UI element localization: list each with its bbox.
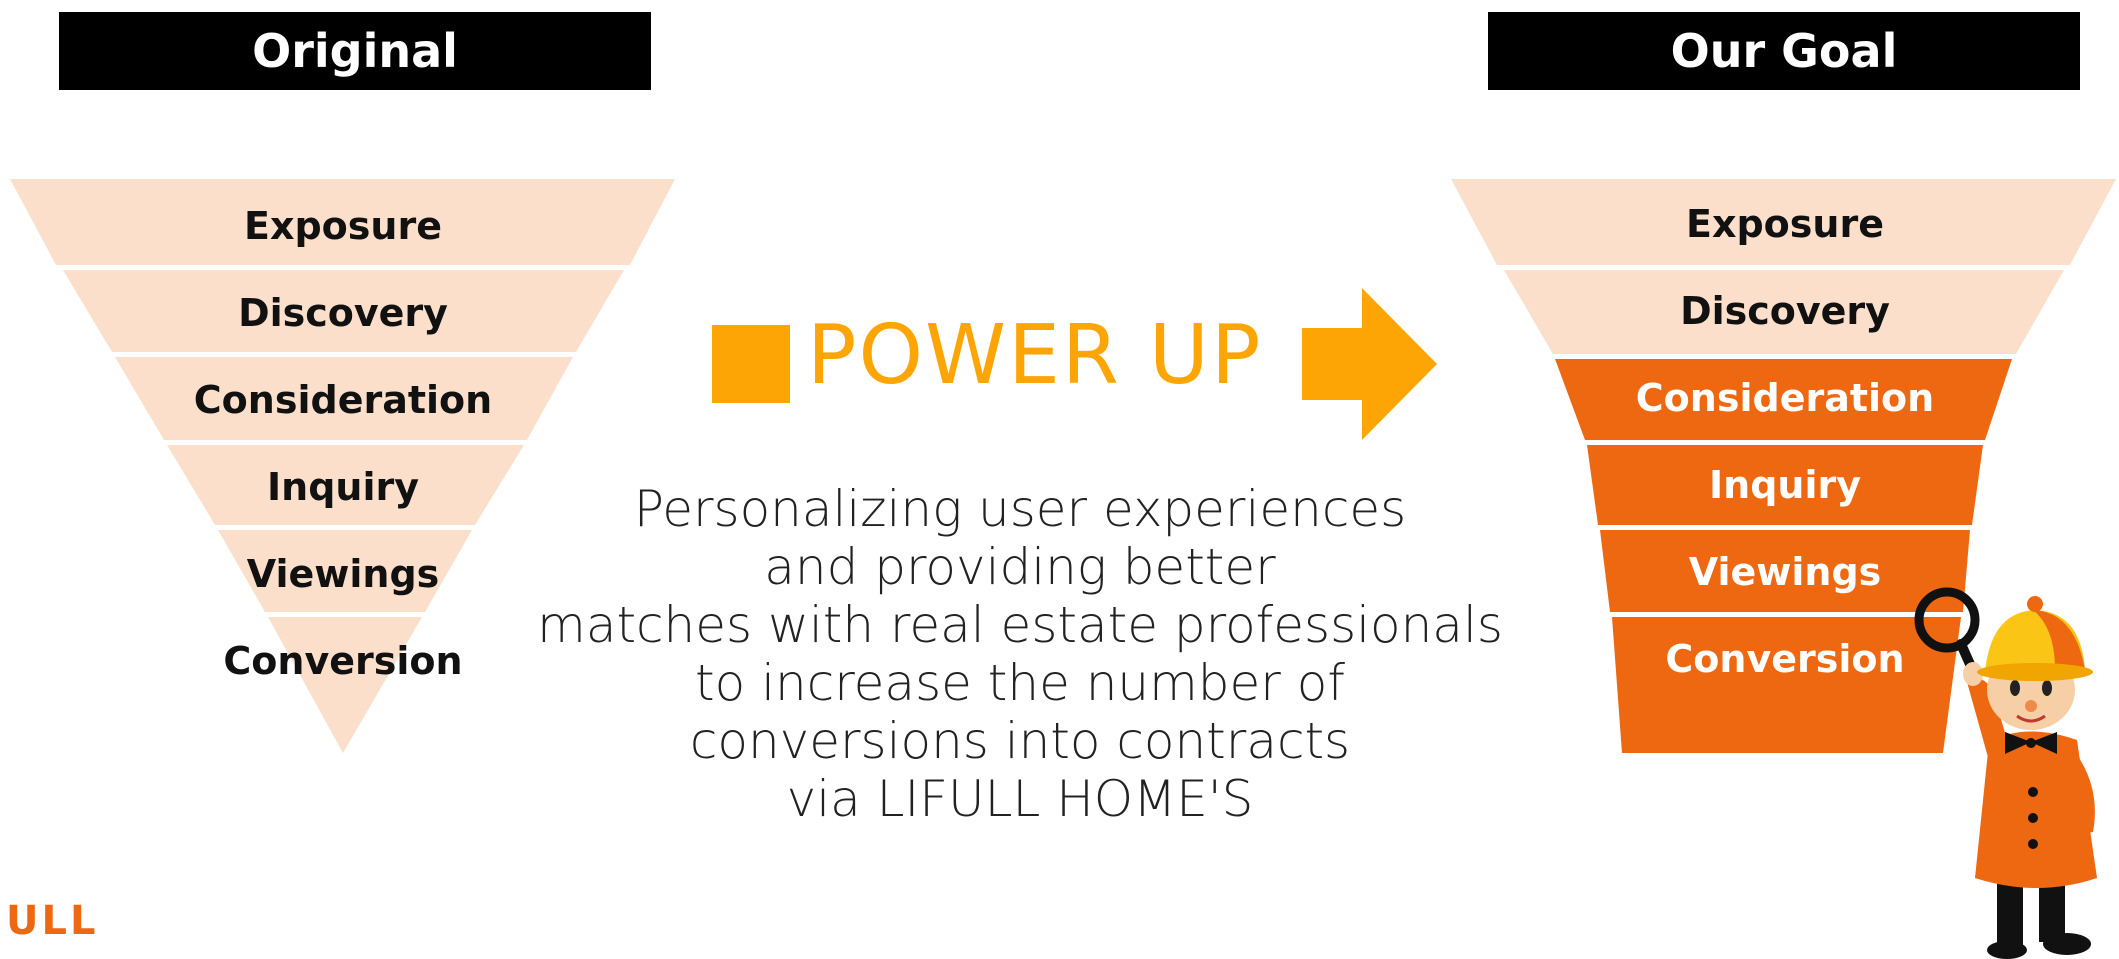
original-funnel-segment — [63, 270, 624, 352]
goal-stage-inquiry: Inquiry — [1709, 463, 1861, 507]
description-line: conversions into contracts — [689, 712, 1351, 770]
goal-funnel-segment — [1504, 270, 2064, 354]
logo-fragment: ULL — [6, 898, 99, 944]
mascot-icon — [1914, 587, 2097, 959]
goal-funnel-segment — [1612, 617, 1961, 753]
goal-stage-exposure: Exposure — [1686, 202, 1884, 246]
description-line: and providing better — [764, 538, 1276, 596]
original-funnel-segment — [268, 617, 422, 753]
description-line: via LIFULL HOME'S — [786, 770, 1254, 828]
original-stage-discovery: Discovery — [238, 291, 448, 335]
goal-funnel-segment — [1451, 179, 2116, 265]
original-header: Original — [59, 12, 651, 90]
goal-stage-conversion: Conversion — [1665, 637, 1905, 681]
goal-funnel-segment — [1587, 445, 1983, 525]
power-up-banner: POWER UP — [712, 290, 1442, 440]
description-line: Personalizing user experiences — [633, 480, 1407, 538]
original-funnel-segment — [218, 530, 472, 612]
description-line: to increase the number of — [695, 654, 1345, 712]
original-funnel-segment — [167, 445, 524, 525]
original-stage-conversion: Conversion — [223, 639, 463, 683]
original-stage-inquiry: Inquiry — [267, 465, 419, 509]
right-arrow-icon — [1302, 288, 1437, 440]
goal-stage-consideration: Consideration — [1635, 376, 1935, 420]
power-up-text: POWER UP — [807, 308, 1263, 403]
original-stage-viewings: Viewings — [246, 552, 440, 596]
goal-funnel-segment — [1555, 359, 2012, 440]
description-line: matches with real estate professionals — [537, 596, 1503, 654]
orange-square-icon — [712, 325, 790, 403]
goal-stage-viewings: Viewings — [1688, 550, 1882, 594]
goal-stage-discovery: Discovery — [1680, 289, 1890, 333]
description-text: Personalizing user experiences and provi… — [470, 480, 1570, 828]
original-funnel-segment — [115, 357, 573, 440]
goal-funnel-segment — [1600, 530, 1970, 612]
original-funnel-segment — [10, 179, 675, 265]
original-stage-exposure: Exposure — [244, 204, 442, 248]
goal-header: Our Goal — [1488, 12, 2080, 90]
original-stage-consideration: Consideration — [193, 378, 493, 422]
